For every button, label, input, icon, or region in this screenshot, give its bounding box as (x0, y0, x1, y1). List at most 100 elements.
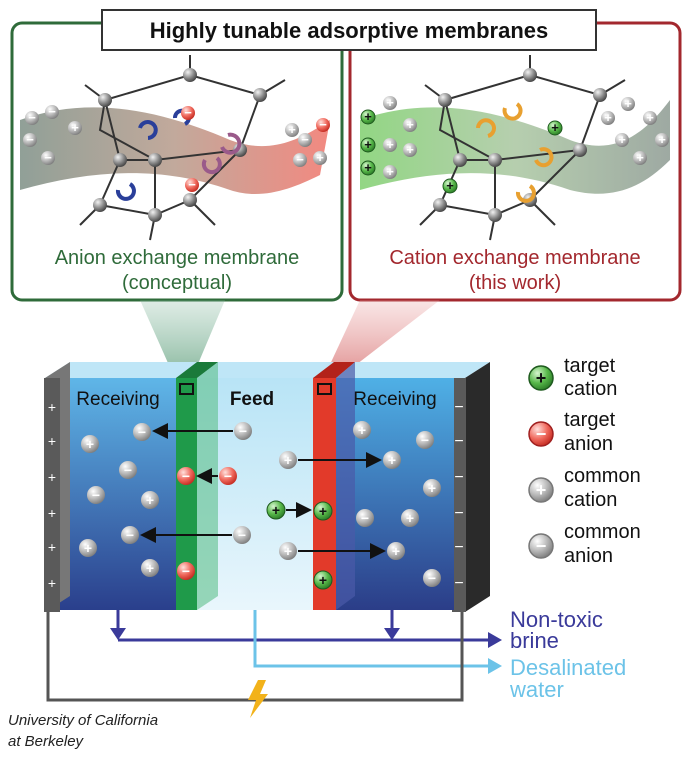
power-bolt-icon (248, 680, 268, 718)
receiving-left-label: Receiving (76, 389, 159, 410)
svg-text:target: target (564, 355, 616, 377)
cathode-plate (465, 362, 490, 612)
svg-text:−: − (184, 105, 192, 120)
svg-text:+: + (636, 150, 644, 165)
svg-text:−: − (124, 462, 132, 478)
svg-text:+: + (386, 137, 394, 152)
svg-text:−: − (301, 132, 309, 147)
cation-panel-note: (this work) (469, 272, 561, 294)
anion-exchange-membrane (176, 378, 197, 610)
svg-text:+: + (364, 160, 372, 175)
svg-text:−: − (421, 432, 429, 448)
svg-text:−: − (44, 150, 52, 165)
svg-text:+: + (284, 543, 292, 559)
legend-symbol: − (536, 424, 547, 444)
anion-panel-ions: − − + − − − − + − − − + (23, 104, 330, 192)
feed-label: Feed (230, 389, 274, 410)
svg-text:cation: cation (564, 489, 617, 511)
svg-text:+: + (406, 117, 414, 132)
svg-text:−: − (138, 424, 146, 440)
title-box: Highly tunable adsorptive membranes (101, 9, 597, 51)
cell-ions: − + − − + − + + − − − − − + + + + + + − … (79, 421, 441, 590)
svg-text:+: + (658, 132, 666, 147)
water-label-line1: Desalinated (510, 655, 626, 680)
legend-symbol: − (536, 536, 547, 556)
svg-text:+: + (84, 540, 92, 556)
svg-text:−: − (92, 487, 100, 503)
svg-text:+: + (71, 120, 79, 135)
svg-text:+: + (319, 503, 327, 519)
svg-text:+: + (319, 572, 327, 588)
svg-text:−: − (239, 423, 247, 439)
svg-text:anion: anion (564, 545, 613, 567)
svg-text:+: + (618, 132, 626, 147)
svg-text:−: − (361, 510, 369, 526)
legend-common-cation: + common cation (528, 465, 641, 511)
svg-text:−: − (28, 110, 36, 125)
svg-text:+: + (48, 505, 56, 521)
svg-text:+: + (604, 110, 612, 125)
brine-label-line2: brine (510, 628, 559, 653)
svg-text:common: common (564, 465, 641, 487)
framework-nodes (93, 68, 267, 222)
svg-text:+: + (48, 433, 56, 449)
svg-text:−: − (454, 575, 463, 592)
svg-text:−: − (454, 433, 463, 450)
svg-text:+: + (364, 137, 372, 152)
svg-text:−: − (224, 468, 232, 484)
brine-label-line1: Non-toxic (510, 607, 603, 632)
svg-text:−: − (454, 505, 463, 522)
svg-text:+: + (146, 560, 154, 576)
ion-flow-stream (20, 107, 330, 195)
svg-text:+: + (406, 142, 414, 157)
svg-text:+: + (646, 110, 654, 125)
svg-text:+: + (624, 96, 632, 111)
water-label-line2: water (509, 677, 564, 702)
svg-text:+: + (551, 120, 559, 135)
power-circuit (46, 612, 464, 718)
svg-text:−: − (296, 152, 304, 167)
svg-text:−: − (428, 570, 436, 586)
svg-text:−: − (188, 177, 196, 192)
credit-line1: University of California (8, 712, 158, 729)
svg-text:−: − (26, 132, 34, 147)
credit-line2: at Berkeley (8, 733, 85, 750)
svg-text:+: + (146, 492, 154, 508)
ion-flow-stream (360, 100, 670, 194)
svg-text:+: + (48, 575, 56, 591)
svg-text:−: − (454, 539, 463, 556)
cation-framework-illustration: + + + + + + + + + + + + + + + + (360, 55, 670, 241)
svg-text:−: − (238, 527, 246, 543)
desalinated-water-line (253, 610, 502, 674)
svg-text:+: + (386, 95, 394, 110)
svg-text:+: + (446, 178, 454, 193)
svg-text:+: + (284, 452, 292, 468)
svg-text:+: + (406, 510, 414, 526)
binding-sites (476, 102, 554, 203)
electrodialysis-cell: + + + + + + − − − − − − (44, 362, 490, 612)
transport-arrows (140, 423, 386, 559)
svg-text:−: − (48, 104, 56, 119)
anode-plate (44, 378, 60, 612)
svg-text:+: + (392, 543, 400, 559)
framework-nodes (433, 68, 607, 222)
svg-text:−: − (182, 468, 190, 484)
legend-symbol: + (536, 480, 547, 500)
svg-text:target: target (564, 409, 616, 431)
anion-panel-label: Anion exchange membrane (55, 247, 300, 269)
cation-panel-ions: + + + + + + + + + + + + + + + + (360, 95, 669, 194)
svg-text:+: + (48, 469, 56, 485)
legend-target-cation: + target cation (528, 355, 617, 400)
svg-text:+: + (288, 122, 296, 137)
svg-text:+: + (386, 164, 394, 179)
svg-text:+: + (48, 539, 56, 555)
svg-text:−: − (126, 527, 134, 543)
receiving-chamber-left (58, 378, 176, 610)
cation-panel-label: Cation exchange membrane (389, 247, 640, 269)
anion-zoom-cone (140, 300, 225, 390)
svg-text:−: − (319, 117, 327, 132)
svg-text:+: + (86, 436, 94, 452)
svg-text:+: + (358, 422, 366, 438)
legend-symbol: + (536, 368, 547, 388)
